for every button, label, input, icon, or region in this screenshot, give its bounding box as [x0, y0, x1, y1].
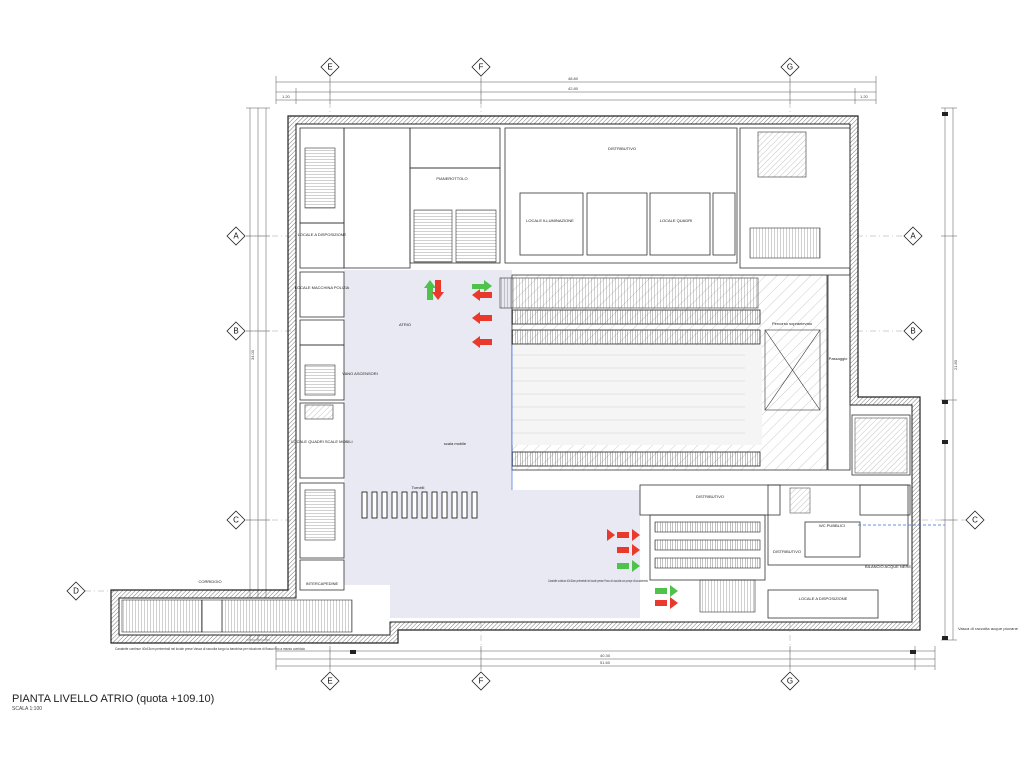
arrows-green-right — [472, 280, 678, 597]
grid-bubble-top-g: G — [780, 57, 800, 77]
escalator-2 — [511, 329, 761, 345]
dim-top-total: 48.80 — [568, 76, 579, 81]
svg-text:D: D — [73, 587, 79, 596]
svg-text:G: G — [787, 677, 793, 686]
top-dimensions — [275, 76, 877, 104]
bottom-dimensions — [275, 646, 936, 670]
label-locale-disposizione-bottom: LOCALE A DISPOSIZIONE — [799, 596, 848, 601]
dim-left-total: 34.00 — [250, 349, 255, 360]
arrow-updown-green — [424, 280, 444, 300]
grid-bubble-top-f: F — [471, 57, 491, 77]
grid-bubble-left-d: D — [66, 581, 86, 601]
ghost-escalators — [512, 354, 745, 434]
top-right-stair — [749, 227, 821, 259]
escalator-lower-1 — [654, 521, 761, 533]
grid-bubble-top-e: E — [320, 57, 340, 77]
drawing-title: PIANTA LIVELLO ATRIO (quota +109.10) — [12, 693, 215, 705]
svg-text:C: C — [972, 516, 978, 525]
drawing-scale: SCALA 1:100 — [12, 706, 43, 712]
atrio-floor-extension — [344, 270, 394, 330]
label-percorso: Percorso sopraelevato — [772, 321, 813, 326]
left-rooms — [299, 127, 345, 591]
label-locale-quadri-top: LOCALE QUADRI — [660, 218, 692, 223]
escalator-1 — [511, 309, 761, 325]
label-distributivo-bottom: DISTRIBUTIVO — [696, 494, 724, 499]
label-locale-quadri-left: LOCALE QUADRI SCALE MOBILI — [291, 439, 352, 444]
grid-bubble-right-c: C — [965, 510, 985, 530]
label-corridoio: CORRIDOIO — [198, 579, 221, 584]
wc-shaft — [789, 487, 811, 514]
label-distributivo-top: DISTRIBUTIVO — [608, 146, 636, 151]
label-intercapedine: INTERCAPEDINE — [306, 581, 339, 586]
atrio-floor — [344, 270, 640, 618]
grid-bubble-bottom-e: E — [320, 671, 340, 691]
svg-text:A: A — [910, 232, 916, 241]
label-vano-ascensori: VANO ASCENSORI — [342, 371, 378, 376]
left-stair-1 — [304, 147, 336, 209]
left-shaft — [304, 404, 334, 420]
svg-text:F: F — [479, 63, 484, 72]
grid-bubble-left-c: C — [226, 510, 246, 530]
dim-top-left-edge: 1.20 — [282, 94, 291, 99]
right-dimensions — [941, 107, 957, 641]
grid-bubble-right-b: B — [903, 321, 923, 341]
escalator-top-1 — [499, 277, 759, 309]
label-atrio: ATRIO — [399, 322, 411, 327]
bottom-corridor — [121, 599, 353, 633]
label-locale-disposizione-top: LOCALE A DISPOSIZIONE — [298, 232, 347, 237]
note-canalette-2: Canalette continue 40x15cm perimetrali n… — [548, 578, 648, 583]
svg-text:E: E — [327, 63, 332, 72]
grid-bubble-bottom-g: G — [780, 671, 800, 691]
svg-text:G: G — [787, 63, 793, 72]
grid-bubble-right-a: A — [903, 226, 923, 246]
escalator-lower-3 — [654, 557, 761, 569]
svg-text:B: B — [233, 327, 238, 336]
label-locale-illuminazione: LOCALE ILLUMINAZIONE — [526, 218, 574, 223]
svg-text:C: C — [233, 516, 239, 525]
note-canalette: Canalette continue 40x15cm perimetrali n… — [115, 646, 306, 651]
label-tornelli: Tornelli — [412, 485, 425, 490]
track-hall-light — [512, 345, 762, 445]
label-bilancio: BILANCIO ACQUE NERE — [865, 564, 911, 569]
grid-bubble-bottom-f: F — [471, 671, 491, 691]
dim-right-total: 21.80 — [953, 359, 958, 370]
label-locale-macchina: LOCALE MACCHINA POLIZIA — [295, 285, 350, 290]
svg-text:F: F — [479, 677, 484, 686]
label-passaggio: Passaggio — [829, 356, 848, 361]
label-scala-mobile: scala mobile — [444, 441, 467, 446]
top-rooms — [343, 127, 851, 269]
void-crossbox — [764, 329, 821, 411]
label-wc-pubblici: WC PUBBLICI — [819, 523, 845, 528]
right-shaft-cross — [854, 417, 908, 474]
dim-top-right-edge: 1.20 — [860, 94, 869, 99]
central-stair-block: PIANEROTTOLO — [409, 167, 501, 264]
grid-bubble-left-a: A — [226, 226, 246, 246]
svg-text:A: A — [233, 232, 239, 241]
arrows-red-left — [472, 289, 678, 609]
left-stair-3 — [304, 489, 336, 541]
escalator-lower-2 — [654, 539, 761, 551]
left-dimensions — [246, 107, 270, 641]
svg-text:PIANEROTTOLO: PIANEROTTOLO — [436, 176, 467, 181]
dim-bottom-total: 51.60 — [600, 660, 611, 665]
svg-text:B: B — [910, 327, 915, 336]
dim-top-mid: 42.80 — [568, 86, 579, 91]
escalator-3 — [511, 451, 761, 467]
dim-bottom-mid: 40.30 — [600, 653, 611, 658]
corner-markers — [350, 112, 948, 654]
top-right-shaft — [757, 131, 807, 178]
lower-stair — [699, 579, 756, 613]
svg-text:E: E — [327, 677, 332, 686]
grid-bubble-left-b: B — [226, 321, 246, 341]
turnstiles — [361, 491, 478, 519]
left-stair-2 — [304, 364, 336, 396]
label-distributivo-wc: DISTRIBUTIVO — [773, 549, 801, 554]
note-vasca: Vasca di raccolta acque piovane — [958, 626, 1019, 631]
